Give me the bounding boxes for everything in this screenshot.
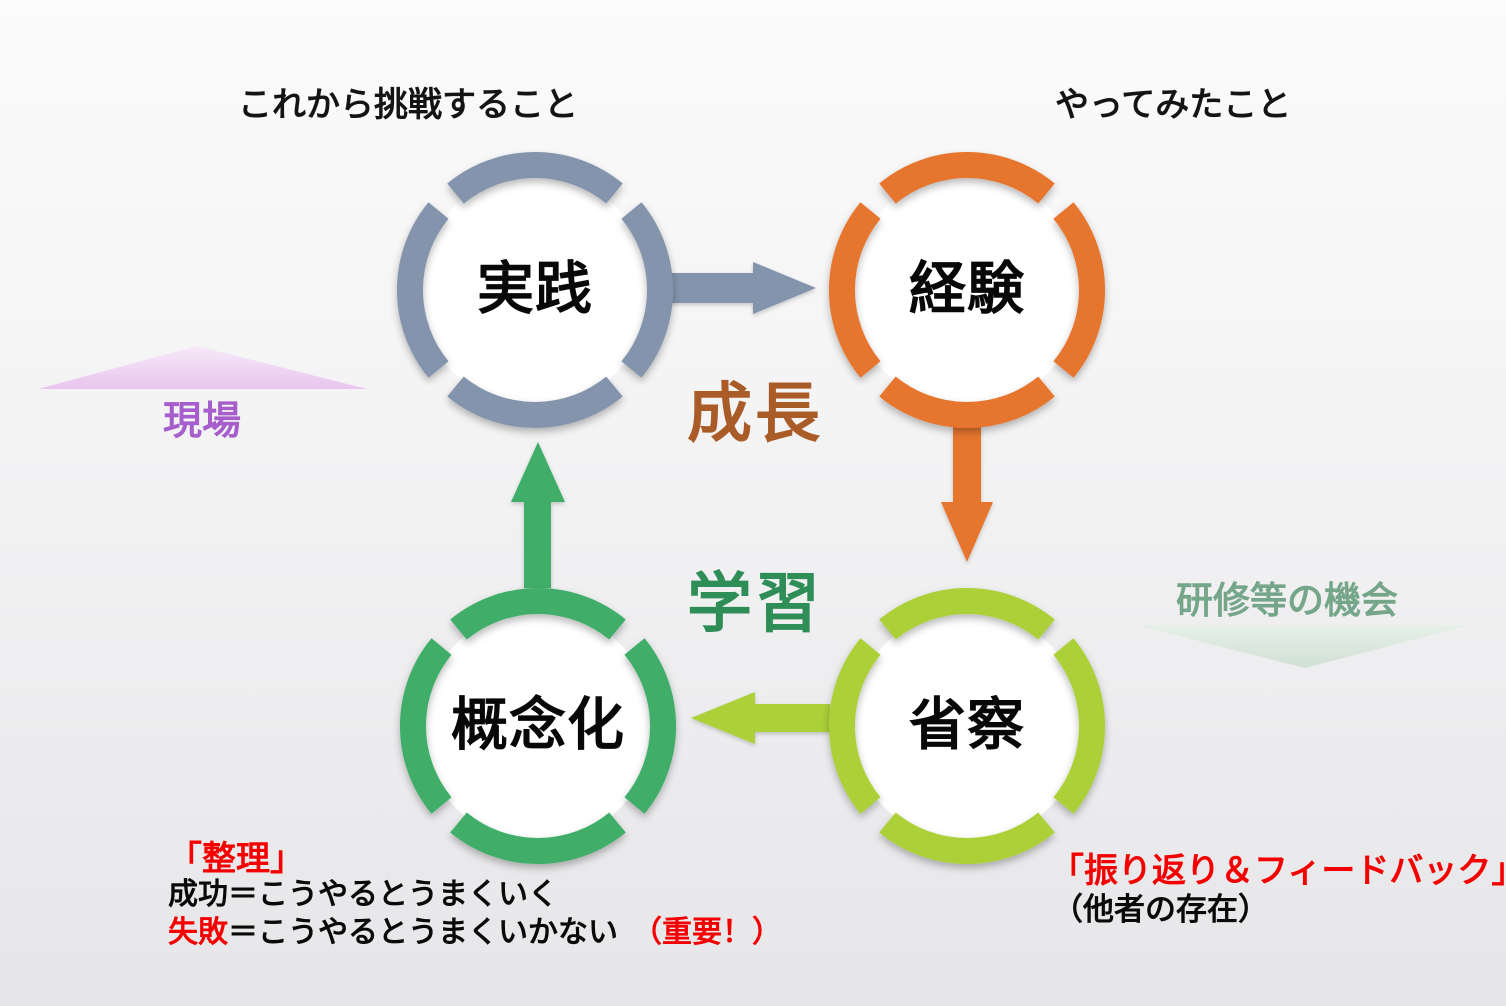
- arrow-conceptualization-to-practice: [511, 442, 565, 588]
- node-ring-practice: [397, 152, 673, 428]
- arrow-reflection-to-conceptualization: [691, 692, 830, 744]
- kenshu-triangle: [1135, 625, 1470, 668]
- kenshu-label: 研修等の機会: [1176, 580, 1398, 621]
- node-label-practice: 実践: [477, 257, 593, 322]
- left-note-line2: 失敗＝こうやるとうまくいかない （重要！）: [168, 916, 782, 950]
- left-note-line2-emphasis: （重要！）: [632, 916, 782, 949]
- growth-label: 成長: [686, 376, 824, 450]
- node-ring-experience: [829, 152, 1105, 428]
- node-ring-reflection: [829, 588, 1105, 864]
- right-note-title: 「振り返り＆フィードバック」: [1050, 852, 1506, 890]
- left-note-line1: 成功＝こうやるとうまくいく: [168, 878, 558, 911]
- note-experience-label: やってみたこと: [1055, 86, 1292, 124]
- left-note-line2-body: ＝こうやるとうまくいかない: [228, 916, 618, 949]
- left-note-line2-prefix: 失敗: [168, 916, 228, 949]
- node-label-experience: 経験: [909, 257, 1025, 322]
- node-label-reflection: 省察: [909, 693, 1025, 758]
- arrow-practice-to-experience: [662, 262, 816, 314]
- left-note-title: 「整理」: [168, 840, 304, 878]
- arrow-experience-to-reflection: [941, 426, 993, 562]
- right-note-subtitle: （他者の存在）: [1052, 892, 1269, 927]
- node-label-conceptualization: 概念化: [451, 693, 625, 758]
- learning-label: 学習: [686, 566, 824, 640]
- genba-label: 現場: [163, 400, 242, 443]
- genba-triangle: [38, 346, 367, 389]
- note-practice-label: これから挑戦すること: [238, 86, 578, 124]
- node-ring-conceptualization: [400, 588, 676, 864]
